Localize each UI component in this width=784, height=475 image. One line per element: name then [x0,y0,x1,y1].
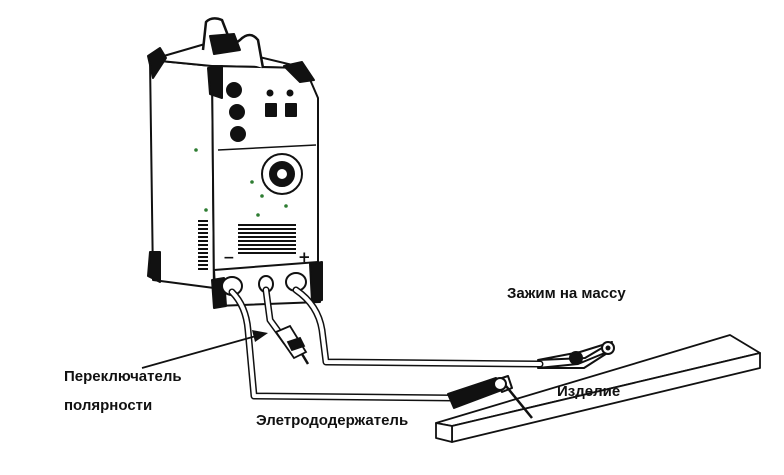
handle-grip [209,33,241,55]
corner-bumper-top-left [147,47,167,79]
output-terminals [221,272,307,296]
plus-terminal-symbol: + [298,248,311,266]
welding-machine [147,17,323,309]
electrode-holder [447,375,533,419]
polarity-switch-label-line1: Переключатель [64,368,182,385]
front-vent-grille [238,224,296,254]
minus-terminal-symbol: − [223,250,235,266]
ground-cable [292,286,544,368]
polarity-switch-plug [274,324,310,365]
ground-clamp-label: Зажим на массу [507,285,626,302]
workpiece-plate [435,334,761,443]
knob-1 [226,82,242,98]
knob-3 [230,126,246,142]
corner-bumper-front-top [207,65,223,99]
side-vent-grille [198,220,208,270]
plate-left [435,422,453,443]
corner-bumper-top-right [283,61,315,83]
corner-bumper-bottom-left [147,251,161,283]
indicator-led-1 [266,89,274,97]
indicator-led-2 [286,89,294,97]
polarity-switch-label-line2: полярности [64,397,153,414]
ground-clamp [537,341,615,369]
accent-dots [194,148,288,217]
knob-2 [229,104,245,120]
workpiece-label: Изделие [557,383,621,400]
machine-front-bezel [217,144,317,151]
euro-connector-core [277,169,287,179]
polarity-pointer-arrow [141,330,268,369]
toggle-switch-2 [285,103,297,117]
base-foot-right [309,261,323,303]
electrode-holder-label: Элетрододержатель [256,412,409,429]
electrode-rod [505,385,533,419]
toggle-switch-1 [265,103,277,117]
